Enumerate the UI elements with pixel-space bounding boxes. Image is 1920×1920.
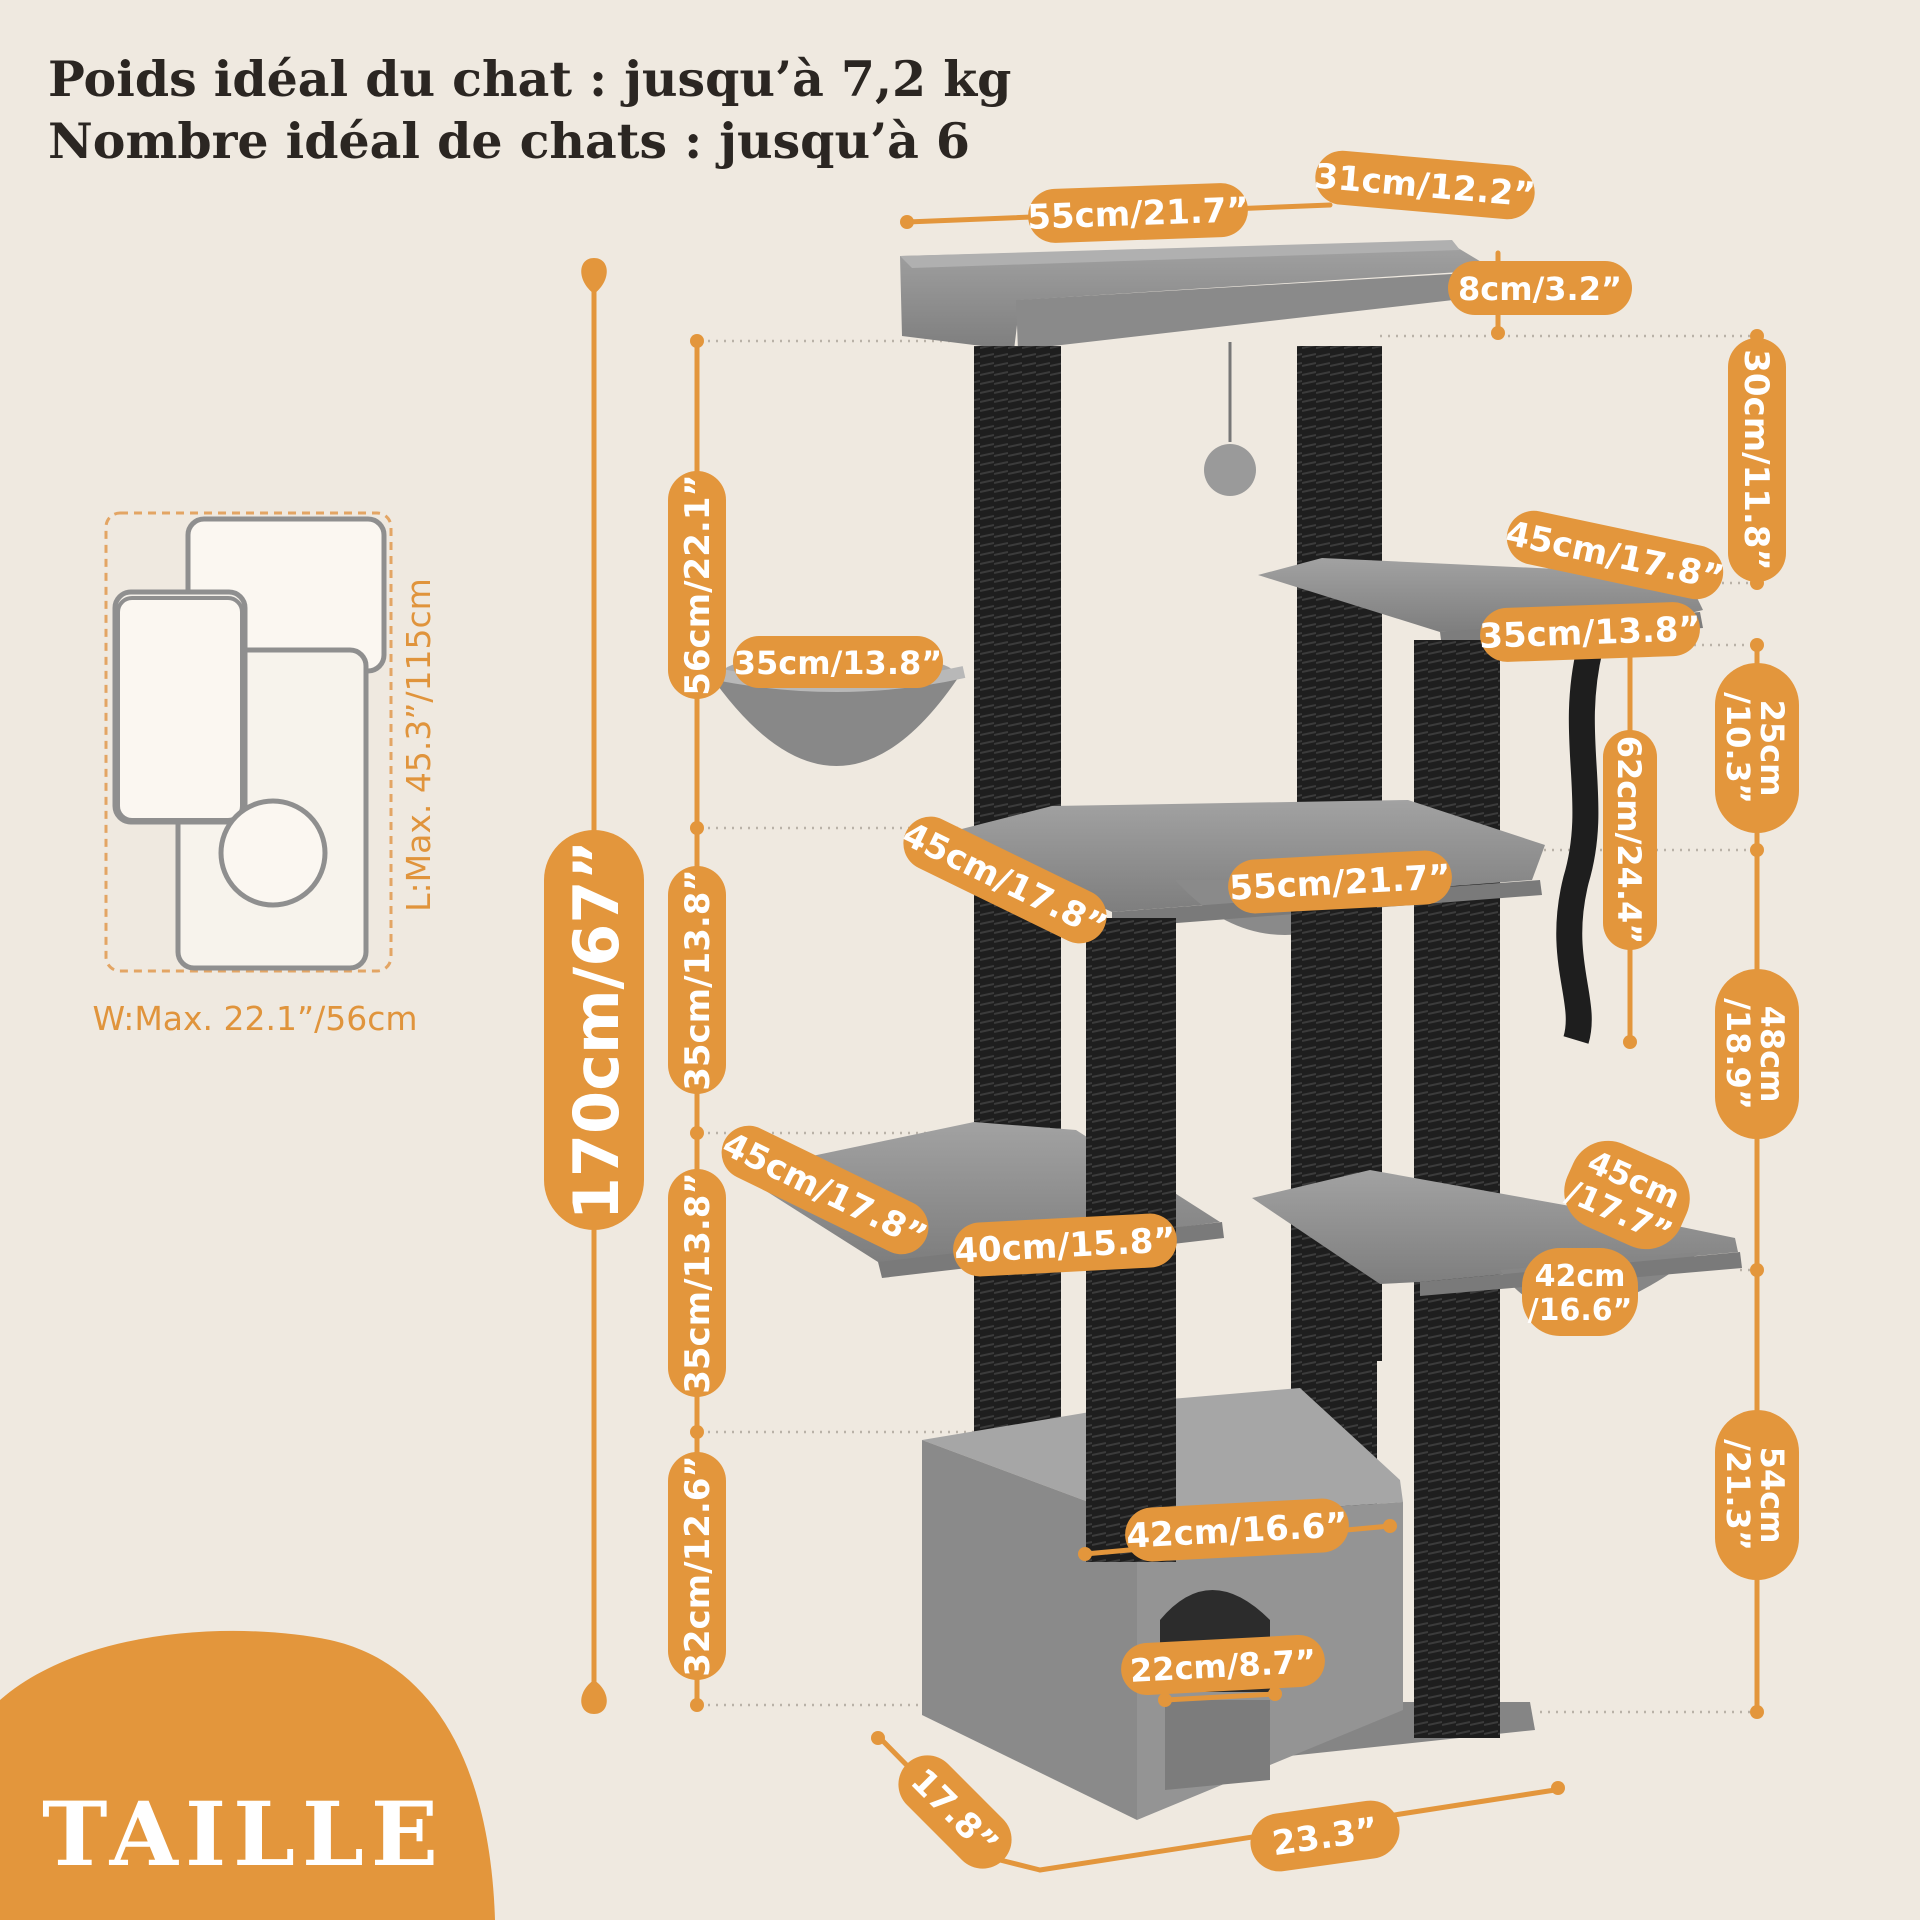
gap-54-badge: 54cm /21.3” [1715, 1410, 1799, 1580]
total-height-badge: 170cm/67” [544, 830, 644, 1230]
right-basket-width-label: 42cm [1535, 1259, 1626, 1294]
gap-54-inch-label: /21.3” [1719, 1439, 1757, 1551]
footprint-diagram: L:Max. 45.3”/115cm W:Max. 22.1”/56cm [93, 511, 438, 1038]
top-rim-badge: 8cm/3.2” [1448, 261, 1632, 315]
gap-32-label: 32cm/12.6” [678, 1455, 718, 1677]
gap-48-label: 48cm [1753, 1006, 1791, 1103]
gap-48-badge: 48cm /18.9” [1715, 969, 1799, 1139]
right-basket-width-badge: 42cm /16.6” [1522, 1248, 1638, 1336]
top-rim-label: 8cm/3.2” [1458, 270, 1622, 308]
gap-35b-label: 35cm/13.8” [678, 1172, 718, 1394]
gap-32-badge: 32cm/12.6” [668, 1452, 726, 1680]
top-width-badge: 55cm/21.7” [1027, 183, 1250, 243]
door-width-badge: 22cm/8.7” [1121, 1635, 1325, 1695]
gap-35b-badge: 35cm/13.8” [668, 1169, 726, 1397]
top-depth-badge: 31cm/12.2” [1313, 150, 1537, 220]
cat-weight-line: Poids idéal du chat : jusqu’à 7,2 kg [48, 50, 1012, 108]
basket-width-label: 35cm/13.8” [734, 644, 943, 682]
footprint-width-label: W:Max. 22.1”/56cm [93, 999, 418, 1038]
right-top-depth-label: 35cm/13.8” [1479, 609, 1702, 657]
total-height-label: 170cm/67” [560, 840, 633, 1220]
rope-length-label: 62cm/24.4” [1610, 736, 1648, 945]
right-basket-depth-badge: 45cm /17.7” [1561, 1140, 1690, 1252]
gap-48-inch-label: /18.9” [1719, 998, 1757, 1110]
left-platform-width-badge: 40cm/15.8” [953, 1213, 1177, 1277]
section-corner-shape [0, 1630, 495, 1920]
gap-30-label: 30cm/11.8” [1736, 349, 1776, 571]
cat-count-line: Nombre idéal de chats : jusqu’à 6 [48, 112, 971, 170]
top-width-label: 55cm/21.7” [1027, 190, 1250, 238]
gap-25-badge: 25cm /10.3” [1715, 663, 1799, 833]
hammock-width-badge: 55cm/21.7” [1228, 850, 1452, 914]
rope-length-badge: 62cm/24.4” [1603, 730, 1657, 950]
gap-35a-badge: 35cm/13.8” [668, 866, 726, 1094]
base-depth-badge: 17.8” [898, 1755, 1012, 1869]
condo-width-badge: 42cm/16.6” [1125, 1498, 1349, 1562]
cat-tree [704, 240, 1742, 1820]
gap-30-badge: 30cm/11.8” [1728, 338, 1786, 582]
right-top-depth-badge: 35cm/13.8” [1479, 602, 1702, 662]
base-width-badge: 23.3” [1250, 1800, 1400, 1872]
section-title: TAILLE [42, 1782, 445, 1886]
gap-35a-label: 35cm/13.8” [678, 869, 718, 1091]
gap-54-label: 54cm [1753, 1447, 1791, 1544]
footprint-length-label: L:Max. 45.3”/115cm [399, 578, 438, 912]
gap-56-badge: 56cm/22.1” [668, 471, 726, 699]
basket-width-badge: 35cm/13.8” [733, 636, 943, 688]
gap-25-inch-label: /10.3” [1719, 692, 1757, 804]
gap-25-label: 25cm [1753, 700, 1791, 797]
measure-dots [581, 215, 1764, 1795]
gap-56-label: 56cm/22.1” [678, 474, 718, 696]
right-basket-width-inch-label: /16.6” [1528, 1293, 1633, 1328]
